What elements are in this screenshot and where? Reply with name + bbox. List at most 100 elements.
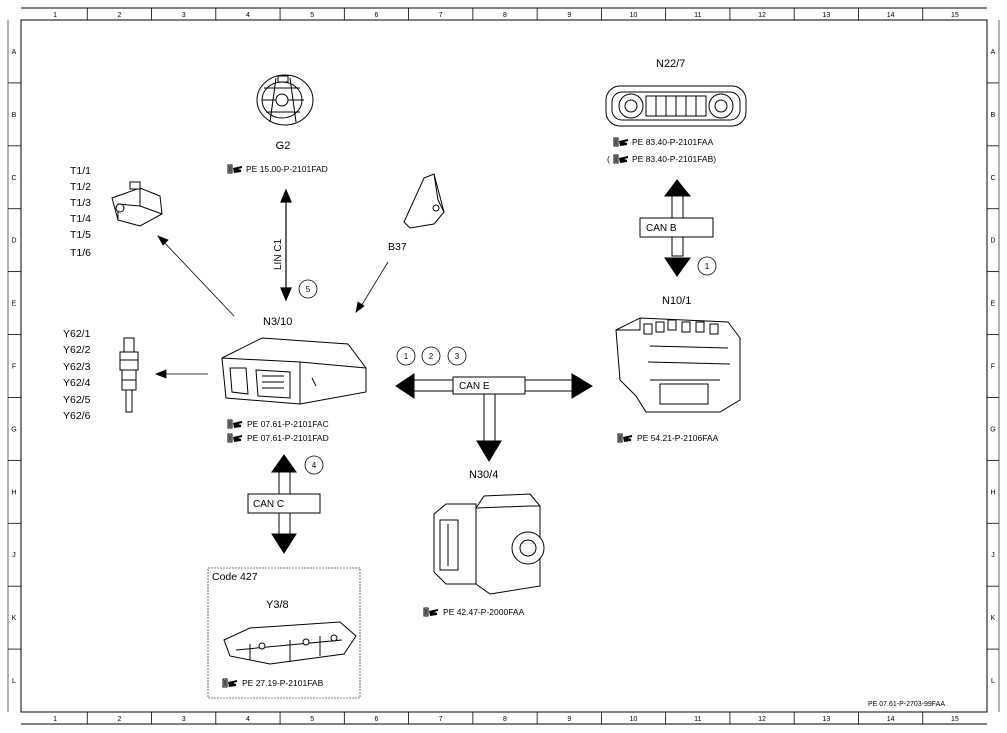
grid-row-label-right: E (991, 301, 996, 308)
sam-module-n10-1-illustration (615, 317, 741, 413)
grid-col-label-bottom: 2 (117, 716, 121, 723)
grid-row-label-right: G (990, 426, 995, 433)
g2-label: G2 (276, 140, 291, 152)
grid-row-label-left: K (12, 615, 17, 622)
grid-row-label-right: D (990, 238, 995, 245)
grid-col-label-bottom: 12 (758, 716, 766, 723)
grid-row-label-left: D (11, 238, 16, 245)
n22-7-ref-1[interactable]: PE 83.40-P-2101FAA (632, 137, 714, 147)
n30-4-ref[interactable]: PE 42.47-P-2000FAA (443, 607, 525, 617)
grid-row-label-left: B (12, 112, 17, 119)
alternator-g2-illustration (256, 74, 314, 126)
grid-col-label-top: 1 (53, 12, 57, 19)
g2-ref[interactable]: PE 15.00-P-2101FAD (246, 164, 328, 174)
can-c-marker (304, 455, 324, 475)
grid-row-label-right: J (991, 552, 995, 559)
n22-7-label: N22/7 (656, 58, 685, 70)
grid-col-label-bottom: 10 (630, 716, 638, 723)
grid-row-label-right: H (990, 489, 995, 496)
lin-marker (298, 279, 318, 299)
t1-label-2: T1/2 (70, 181, 91, 193)
n3-10-to-t1-line (161, 239, 235, 317)
grid-col-label-top: 13 (822, 12, 830, 19)
can-b-marker (697, 256, 717, 276)
grid-row-label-left: G (11, 426, 16, 433)
n3-10-to-t1-arrowhead (157, 235, 169, 246)
can-c-label: CAN C (253, 499, 284, 510)
can-c-marker-text: 4 (312, 461, 317, 470)
y3-8-code: Code 427 (212, 571, 258, 583)
y62-label-4: Y62/4 (63, 377, 91, 389)
n10-1-label: N10/1 (662, 295, 691, 307)
grid-col-label-top: 10 (630, 12, 638, 19)
grid-col-label-bottom: 5 (310, 716, 314, 723)
lin-c1-label: LIN C1 (273, 238, 284, 270)
grid-col-label-top: 14 (887, 12, 895, 19)
can-e-marker-3-text: 3 (455, 352, 460, 361)
t1-label-5: T1/5 (70, 229, 91, 241)
grid-col-label-bottom: 6 (375, 716, 379, 723)
y62-label-2: Y62/2 (63, 344, 91, 356)
y3-8-label: Y3/8 (266, 599, 289, 611)
y62-label-3: Y62/3 (63, 361, 91, 373)
grid-row-label-right: C (990, 175, 995, 182)
grid-col-label-bottom: 13 (822, 716, 830, 723)
t1-label-1: T1/1 (70, 165, 91, 177)
transmission-control-y3-8-illustration (223, 621, 357, 665)
grid-row-label-left: H (11, 489, 16, 496)
grid-row-label-right: F (991, 364, 995, 371)
grid-col-label-bottom: 15 (951, 716, 959, 723)
b37-label: B37 (388, 241, 407, 253)
can-e-marker-3 (447, 346, 467, 366)
grid-col-label-bottom: 3 (182, 716, 186, 723)
can-e-marker-2 (421, 346, 441, 366)
grid-col-label-top: 9 (567, 12, 571, 19)
y62-label-5: Y62/5 (63, 394, 91, 406)
ignition-coil-t1-illustration (111, 181, 163, 227)
n3-10-ref-1[interactable]: PE 07.61-P-2101FAC (247, 419, 329, 429)
y62-label-6: Y62/6 (63, 410, 91, 422)
grid-col-label-top: 8 (503, 12, 507, 19)
grid-col-label-top: 4 (246, 12, 250, 19)
can-b-marker-text: 1 (705, 262, 710, 271)
grid-row-label-left: A (12, 49, 17, 56)
grid-row-label-right: L (991, 678, 995, 685)
can-e-connection (395, 373, 593, 462)
n22-7-ref-prefix: ( (607, 154, 610, 164)
can-e-marker-1-text: 1 (404, 352, 409, 361)
grid-row-label-right: B (991, 112, 996, 119)
lin-c1-connection (280, 188, 292, 302)
drawing-frame (20, 19, 988, 713)
can-b-label: CAN B (646, 223, 677, 234)
n3-10-to-y62-arrowhead (154, 369, 167, 379)
grid-col-label-bottom: 4 (246, 716, 250, 723)
engine-control-unit-n3-10-illustration (221, 337, 367, 405)
grid-col-label-top: 6 (375, 12, 379, 19)
grid-row-label-left: E (12, 301, 17, 308)
grid-col-label-top: 5 (310, 12, 314, 19)
t1-label-6: T1/6 (70, 247, 91, 259)
grid-col-label-bottom: 14 (887, 716, 895, 723)
grid-row-label-right: A (991, 49, 996, 56)
n3-10-ref-2[interactable]: PE 07.61-P-2101FAD (247, 433, 329, 443)
footer-ref: PE 07.61-P-2703-99FAA (868, 701, 945, 708)
grid-col-label-top: 7 (439, 12, 443, 19)
grid-col-label-bottom: 9 (567, 716, 571, 723)
n22-7-ref-2[interactable]: PE 83.40-P-2101FAB) (632, 154, 716, 164)
can-b-connection (639, 179, 714, 277)
code-427-box (207, 567, 361, 699)
grid-col-label-top: 2 (117, 12, 121, 19)
b37-to-n3-10-line (359, 261, 389, 309)
n3-10-label: N3/10 (263, 316, 292, 328)
grid-row-label-right: K (991, 615, 996, 622)
n10-1-ref[interactable]: PE 54.21-P-2106FAA (637, 433, 719, 443)
can-e-label: CAN E (459, 381, 490, 392)
t1-label-4: T1/4 (70, 213, 91, 225)
grid-row-label-left: J (12, 552, 16, 559)
y3-8-ref[interactable]: PE 27.19-P-2101FAB (242, 678, 324, 688)
grid-col-label-bottom: 7 (439, 716, 443, 723)
can-e-marker-1 (396, 346, 416, 366)
n30-4-label: N30/4 (469, 469, 498, 481)
